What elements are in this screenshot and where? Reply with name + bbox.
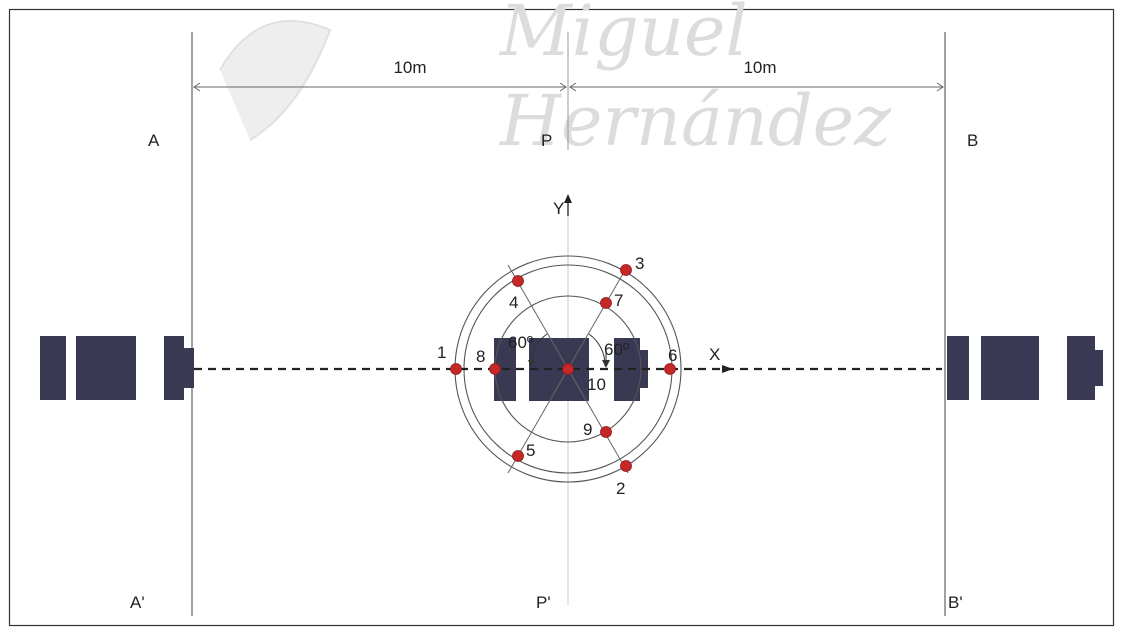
watermark-line1: Miguel [498,0,748,72]
measurement-points [450,264,676,472]
point-5 [512,450,524,462]
point-9-label: 9 [583,420,592,439]
point-7 [600,297,612,309]
figure-frame [8,8,1115,627]
point-10-label: 10 [587,375,606,394]
point-2 [620,460,632,472]
point-3-label: 3 [635,254,644,273]
point-5-label: 5 [526,441,535,460]
point-6-label: 6 [668,346,677,365]
dimension-left: 10m [193,58,567,92]
point-9 [600,426,612,438]
point-8 [489,363,501,375]
x-axis-label: X [709,345,720,364]
point-8-label: 8 [476,347,485,366]
label-b: B [967,131,978,150]
watermark-logo [219,20,332,141]
angle-left-label: 60º [508,333,533,352]
dimension-right-label: 10m [743,58,776,77]
centerline: X [194,345,942,373]
label-p-prime: P' [536,593,551,612]
label-p: P [541,131,552,150]
label-a-prime: A' [130,593,145,612]
point-6 [664,363,676,375]
y-axis: Y [553,194,572,218]
point-4-label: 4 [509,293,518,312]
angle-right: 60º [588,333,629,368]
label-b-prime: B' [948,593,963,612]
angle-left: 60º [508,333,548,367]
y-axis-label: Y [553,199,564,218]
point-4 [512,275,524,287]
point-10 [562,363,574,375]
dimension-right: 10m [569,58,944,92]
point-1-label: 1 [437,343,446,362]
angle-right-label: 60º [604,340,629,359]
point-labels: 1 2 3 4 5 6 7 8 9 10 [437,254,677,498]
point-2-label: 2 [616,479,625,498]
point-1 [450,363,462,375]
label-a: A [148,131,160,150]
right-block-assembly [947,336,1103,400]
dimension-left-label: 10m [393,58,426,77]
left-block-assembly [40,336,194,400]
watermark: Miguel Hernández [219,0,892,162]
point-3 [620,264,632,276]
point-7-label: 7 [614,291,623,310]
watermark-line2: Hernández [498,80,892,162]
